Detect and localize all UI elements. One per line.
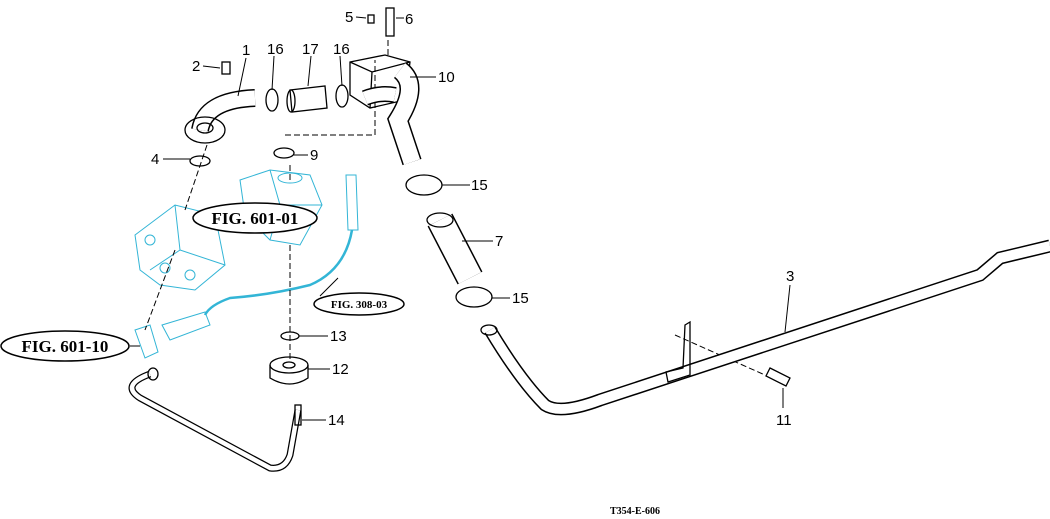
callout-13: 13: [330, 328, 347, 345]
fig-601-10-label: FIG. 601-10: [22, 337, 109, 356]
callout-5: 5: [345, 9, 353, 26]
pipe-3: [480, 239, 1050, 416]
callout-7: 7: [495, 233, 503, 250]
callout-12: 12: [332, 361, 349, 378]
callout-6: 6: [405, 11, 413, 28]
callout-11: 11: [776, 412, 792, 429]
clamp-16: [265, 84, 349, 112]
drain-pipe: [128, 367, 302, 472]
pump-reference: [134, 204, 226, 291]
mount-12: [269, 356, 309, 426]
pipe-10: [387, 62, 422, 166]
callout-16a: 16: [267, 41, 284, 58]
leader-lines: [130, 16, 791, 421]
fig-601-10-ref[interactable]: FIG. 601-10: [0, 330, 130, 362]
hose-17: [286, 85, 328, 113]
fig-601-01-label: FIG. 601-01: [212, 209, 299, 228]
callout-17: 17: [302, 41, 319, 58]
callout-14: 14: [328, 412, 345, 429]
fig-308-03-ref[interactable]: FIG. 308-03: [313, 292, 405, 316]
callout-15a: 15: [471, 177, 488, 194]
drawing-code: T354-E-606: [610, 506, 660, 517]
callout-4: 4: [151, 151, 159, 168]
fig-601-01-ref[interactable]: FIG. 601-01: [192, 202, 318, 234]
callout-15b: 15: [512, 290, 529, 307]
bolt-2: [221, 61, 231, 75]
callout-10: 10: [438, 69, 455, 86]
callout-2: 2: [192, 58, 200, 75]
sensor-cable: [134, 174, 359, 359]
elbow-pipe: [184, 89, 256, 144]
callout-16b: 16: [333, 41, 350, 58]
hose-7: [426, 212, 483, 285]
fig-308-03-label: FIG. 308-03: [331, 299, 388, 311]
callout-3: 3: [786, 268, 794, 285]
junction-block: [349, 7, 411, 109]
callout-9: 9: [310, 147, 318, 164]
callout-1: 1: [242, 42, 250, 59]
